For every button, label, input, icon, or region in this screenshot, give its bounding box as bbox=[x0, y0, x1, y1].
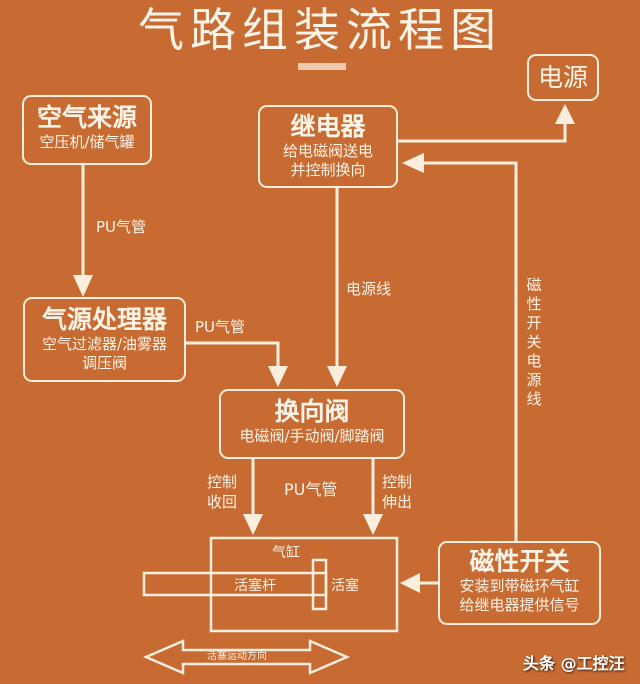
switch-title: 磁性开关 bbox=[469, 547, 570, 576]
label-char: 关 bbox=[526, 333, 542, 351]
piston-label: 活塞 bbox=[331, 578, 359, 594]
air-treatment-subtitle-1: 空气过滤器/油雾器 bbox=[41, 335, 168, 353]
label-char: 源 bbox=[526, 371, 542, 389]
node-air-treatment: 气源处理器 空气过滤器/油雾器 调压阀 bbox=[23, 297, 186, 382]
valve-title: 换向阀 bbox=[274, 397, 350, 426]
label-char: 磁 bbox=[526, 276, 542, 294]
node-air-source: 空气来源 空压机/储气罐 bbox=[22, 95, 152, 165]
arrowhead-switch-to-relay bbox=[402, 153, 424, 173]
piston bbox=[311, 558, 328, 611]
relay-subtitle-2: 并控制换向 bbox=[290, 161, 366, 179]
air-treatment-subtitle-2: 调压阀 bbox=[81, 354, 127, 372]
relay-subtitle-1: 给电磁阀送电 bbox=[282, 142, 373, 160]
arrowhead-relay-to-power bbox=[555, 104, 575, 124]
label-control-retract-2: 收回 bbox=[207, 493, 238, 511]
label-char: 电 bbox=[526, 352, 542, 370]
label-power-line: 电源线 bbox=[346, 280, 392, 298]
piston-rod-label: 活塞杆 bbox=[234, 578, 276, 594]
label-pu-tube-3: PU气管 bbox=[284, 480, 338, 499]
cylinder-label: 气缸 bbox=[272, 545, 300, 561]
label-piston-motion: 活塞运动方向 bbox=[207, 651, 267, 662]
power-title: 电源 bbox=[537, 63, 588, 92]
valve-subtitle: 电磁阀/手动阀/脚踏阀 bbox=[239, 427, 385, 445]
label-char: 开 bbox=[526, 314, 542, 332]
label-pu-tube-2: PU气管 bbox=[195, 318, 246, 336]
watermark: 头条 @工控汪 bbox=[523, 654, 625, 673]
arrowhead-relay-to-valve bbox=[327, 366, 347, 387]
label-char: 线 bbox=[526, 390, 542, 408]
node-magnetic-switch: 磁性开关 安装到带磁环气缸 给继电器提供信号 bbox=[438, 541, 601, 625]
air-source-title: 空气来源 bbox=[36, 103, 137, 132]
arrowhead-valve-extend bbox=[363, 514, 383, 535]
relay-title: 继电器 bbox=[290, 112, 366, 141]
diagram-title: 气路组装流程图 bbox=[138, 3, 502, 57]
arrowhead-source-to-treatment bbox=[73, 275, 93, 297]
label-switch-power-line: 磁 性 开 关 电 源 线 bbox=[526, 276, 542, 409]
cylinder-body bbox=[209, 536, 399, 633]
switch-subtitle-2: 给继电器提供信号 bbox=[459, 596, 580, 614]
arrow-switch-to-relay bbox=[420, 161, 518, 541]
piston-motion-arrow bbox=[142, 639, 351, 675]
label-control-extend-2: 伸出 bbox=[382, 493, 413, 511]
arrow-treatment-to-valve bbox=[186, 341, 280, 372]
arrowhead-valve-retract bbox=[243, 514, 263, 535]
node-directional-valve: 换向阀 电磁阀/手动阀/脚踏阀 bbox=[219, 389, 405, 459]
switch-subtitle-1: 安装到带磁环气缸 bbox=[459, 577, 580, 595]
arrow-relay-to-power bbox=[398, 118, 567, 143]
label-pu-tube-1: PU气管 bbox=[96, 218, 147, 236]
arrowhead-switch-to-cylinder bbox=[400, 573, 420, 593]
title-underline bbox=[298, 63, 346, 70]
air-source-subtitle: 空压机/储气罐 bbox=[39, 133, 135, 151]
arrowhead-treatment-to-valve bbox=[268, 366, 288, 387]
label-char: 性 bbox=[526, 295, 542, 313]
node-power: 电源 bbox=[527, 54, 599, 101]
air-treatment-title: 气源处理器 bbox=[41, 305, 167, 334]
node-relay: 继电器 给电磁阀送电 并控制换向 bbox=[258, 105, 398, 188]
label-control-extend-1: 控制 bbox=[382, 473, 413, 491]
label-control-retract-1: 控制 bbox=[207, 473, 238, 491]
